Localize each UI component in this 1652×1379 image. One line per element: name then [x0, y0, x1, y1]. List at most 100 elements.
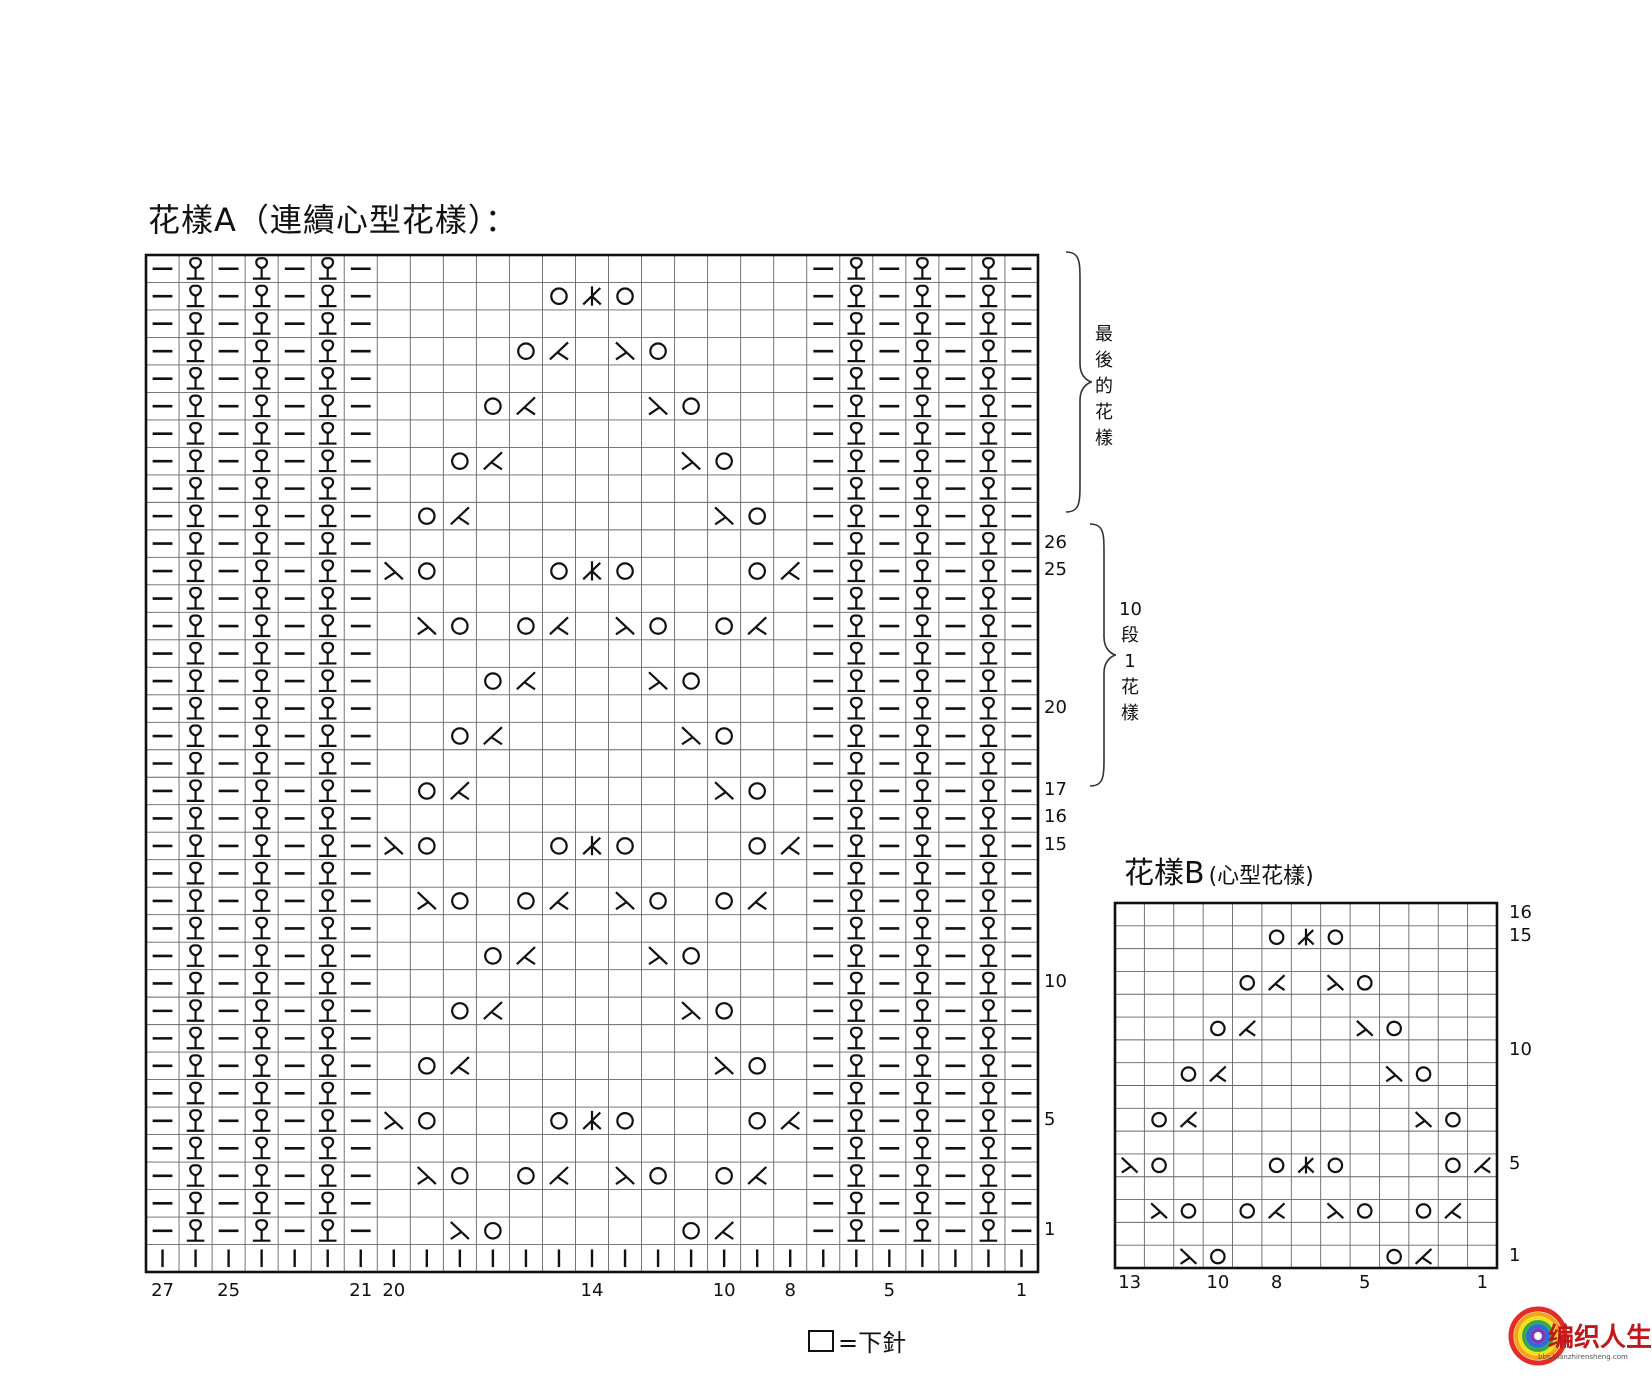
twisted-knit-symbol: [979, 367, 998, 390]
twisted-knit-symbol: [847, 339, 866, 363]
twisted-knit-symbol: [318, 642, 337, 665]
row-label-a: 15: [1044, 833, 1067, 855]
twisted-knit-symbol: [847, 889, 866, 912]
twisted-knit-symbol: [186, 779, 205, 802]
yarn-over-symbol: [451, 727, 469, 745]
twisted-knit-symbol: [186, 751, 205, 775]
twisted-knit-symbol: [979, 1109, 998, 1132]
chart-a-border: [144, 253, 1040, 1274]
twisted-knit-symbol: [913, 1164, 932, 1187]
yarn-over-symbol: [748, 837, 766, 855]
twisted-knit-symbol: [847, 1054, 866, 1077]
right-decrease-symbol: [780, 561, 801, 581]
right-decrease-symbol: [714, 1221, 734, 1240]
yarn-over-symbol: [1239, 1203, 1256, 1219]
twisted-knit-symbol: [979, 1026, 998, 1050]
twisted-knit-symbol: [847, 1026, 866, 1050]
twisted-knit-symbol: [252, 477, 271, 500]
twisted-knit-symbol: [186, 1109, 205, 1132]
row-label-a: 25: [1044, 559, 1067, 581]
bracket-char: 樣: [1121, 703, 1139, 724]
twisted-knit-symbol: [252, 779, 271, 802]
yarn-over-symbol: [418, 507, 436, 525]
yarn-over-symbol: [649, 1167, 667, 1185]
col-label-a: 1: [1015, 1280, 1028, 1301]
twisted-knit-symbol: [913, 806, 932, 830]
twisted-knit-symbol: [318, 559, 337, 583]
yarn-over-symbol: [550, 1112, 568, 1130]
twisted-knit-symbol: [979, 1081, 998, 1105]
twisted-knit-symbol: [979, 312, 998, 335]
twisted-knit-symbol: [318, 477, 337, 500]
twisted-knit-symbol: [252, 532, 271, 555]
twisted-knit-symbol: [186, 367, 205, 390]
twisted-knit-symbol: [913, 559, 932, 583]
double-decrease-symbol: [1297, 1156, 1315, 1174]
twisted-knit-symbol: [318, 834, 337, 857]
twisted-knit-symbol: [847, 587, 866, 610]
twisted-knit-symbol: [847, 1136, 866, 1160]
twisted-knit-symbol: [979, 724, 998, 748]
twisted-knit-symbol: [979, 889, 998, 912]
left-decrease-symbol: [681, 726, 701, 746]
twisted-knit-symbol: [979, 779, 998, 802]
twisted-knit-symbol: [847, 806, 866, 830]
twisted-knit-symbol: [913, 449, 932, 473]
twisted-knit-symbol: [318, 696, 337, 720]
twisted-knit-symbol: [979, 971, 998, 995]
twisted-knit-symbol: [186, 834, 205, 857]
twisted-knit-symbol: [913, 724, 932, 748]
bracket-repeat: [1089, 523, 1117, 787]
yarn-over-symbol: [1180, 1203, 1197, 1219]
twisted-knit-symbol: [186, 339, 205, 363]
yarn-over-symbol: [748, 1057, 766, 1075]
yarn-over-symbol: [550, 562, 568, 580]
twisted-knit-symbol: [252, 916, 271, 940]
twisted-knit-symbol: [318, 971, 337, 995]
twisted-knit-symbol: [979, 1219, 998, 1242]
twisted-knit-symbol: [913, 614, 932, 638]
twisted-knit-symbol: [252, 422, 271, 445]
right-decrease-symbol: [549, 616, 569, 636]
twisted-knit-symbol: [252, 504, 271, 528]
chart-a-title: 花樣A（連續心型花樣）：: [148, 201, 518, 239]
twisted-knit-symbol: [979, 1054, 998, 1077]
twisted-knit-symbol: [186, 944, 205, 967]
twisted-knit-symbol: [186, 422, 205, 445]
twisted-knit-symbol: [979, 696, 998, 720]
twisted-knit-symbol: [847, 449, 866, 473]
twisted-knit-symbol: [186, 1054, 205, 1077]
twisted-knit-symbol: [252, 1054, 271, 1077]
twisted-knit-symbol: [847, 1219, 866, 1242]
twisted-knit-symbol: [913, 532, 932, 555]
twisted-knit-symbol: [979, 999, 998, 1022]
twisted-knit-symbol: [847, 669, 866, 693]
twisted-knit-symbol: [979, 504, 998, 528]
yarn-over-symbol: [517, 342, 535, 360]
twisted-knit-symbol: [979, 394, 998, 418]
twisted-knit-symbol: [318, 861, 337, 885]
twisted-knit-symbol: [186, 1081, 205, 1105]
twisted-knit-symbol: [913, 422, 932, 445]
twisted-knit-symbol: [186, 999, 205, 1022]
twisted-knit-symbol: [913, 587, 932, 610]
left-decrease-symbol: [681, 1001, 701, 1021]
left-decrease-symbol: [714, 1056, 734, 1076]
twisted-knit-symbol: [318, 1164, 337, 1187]
yarn-over-symbol: [1445, 1111, 1461, 1128]
twisted-knit-symbol: [847, 312, 866, 335]
twisted-knit-symbol: [252, 834, 271, 857]
right-decrease-symbol: [1267, 1202, 1286, 1220]
bracket-last-pattern-label: 最後的花樣: [1093, 322, 1115, 452]
twisted-knit-symbol: [847, 1109, 866, 1132]
bracket-char: 1: [1124, 651, 1136, 672]
yarn-over-symbol: [1356, 1203, 1373, 1219]
twisted-knit-symbol: [252, 944, 271, 967]
twisted-knit-symbol: [186, 669, 205, 693]
twisted-knit-symbol: [979, 284, 998, 308]
twisted-knit-symbol: [979, 1136, 998, 1160]
twisted-knit-symbol: [847, 1191, 866, 1215]
twisted-knit-symbol: [913, 1109, 932, 1132]
twisted-knit-symbol: [913, 1026, 932, 1050]
twisted-knit-symbol: [186, 394, 205, 418]
